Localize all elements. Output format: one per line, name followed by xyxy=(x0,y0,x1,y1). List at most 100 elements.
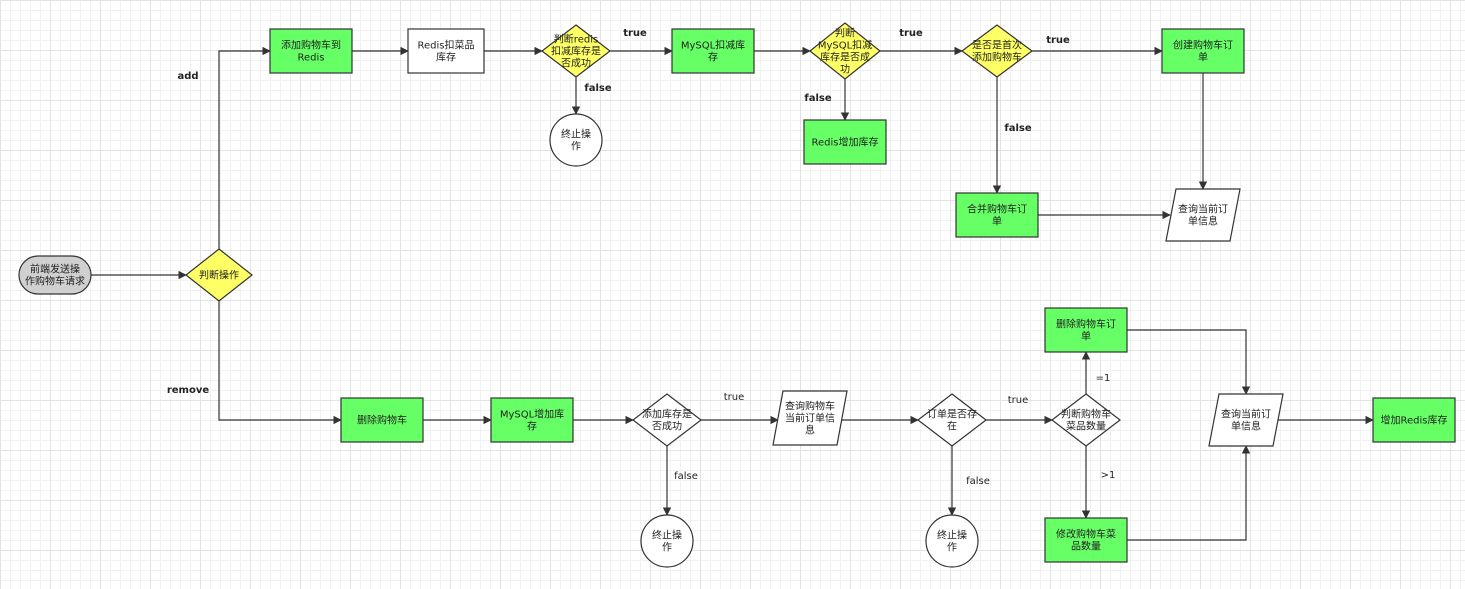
node-text-line: 菜品数量 xyxy=(1066,420,1106,433)
edge-label-true-5: true xyxy=(1008,395,1029,406)
node-shape xyxy=(407,28,485,74)
node-text-line: 存 xyxy=(527,420,537,433)
edge-label-remove: remove xyxy=(167,385,210,396)
node-text-line: 终止操 xyxy=(937,529,967,542)
node-text-line: 单 xyxy=(1081,331,1091,343)
edge-labels-layer: add remove true false true false true false true… xyxy=(167,28,1116,487)
node-text-line: Redis xyxy=(298,53,325,64)
node-text-line: 库存 xyxy=(436,51,456,64)
node-shape xyxy=(960,24,1034,78)
node-text-line: 单信息 xyxy=(1231,420,1261,433)
node-judge-op[interactable]: 判断操作 xyxy=(185,248,253,302)
flow-arrow-24 xyxy=(1127,329,1251,395)
node-shape xyxy=(549,113,603,167)
node-text-line: 查询购物车 xyxy=(785,400,835,413)
node-text-line: 品数量 xyxy=(1071,540,1101,553)
node-shape xyxy=(1051,393,1121,447)
node-text-line: 扣减库存是 xyxy=(551,45,601,58)
node-text-line: MySQL增加库 xyxy=(500,408,564,421)
node-text-line: 订单是否存 xyxy=(927,408,977,421)
node-text-line: Redis扣菜品 xyxy=(418,39,475,52)
node-text-line: 添加库存是 xyxy=(642,408,692,421)
edge-label-true-2: true xyxy=(899,28,923,39)
edge-label-add: add xyxy=(177,71,198,82)
node-shape xyxy=(803,119,887,165)
node-text-line: Redis增加库存 xyxy=(812,136,879,149)
node-redis-add-stock-top[interactable]: Redis增加库存 xyxy=(803,119,887,165)
node-text-line: 终止操 xyxy=(652,529,682,542)
node-shape xyxy=(185,248,253,302)
node-shape xyxy=(340,397,424,443)
node-text-line: 作购物车请求 xyxy=(25,275,85,288)
node-text-line: 添加购物车到 xyxy=(281,39,341,52)
node-shape xyxy=(18,255,92,295)
node-text-line: 删除购物车 xyxy=(357,414,407,427)
node-text-line: 功 xyxy=(840,64,850,76)
node-text-line: 作 xyxy=(571,141,581,153)
node-redis-add-stock-bottom[interactable]: 增加Redis库存 xyxy=(1372,397,1456,443)
node-text-line: 否成功 xyxy=(561,58,591,70)
node-text-line: 当前订单信 xyxy=(785,412,835,425)
flow-arrow-2 xyxy=(218,46,271,249)
node-text-line: 前端发送操 xyxy=(30,263,80,276)
node-shape xyxy=(1044,307,1128,353)
node-text-line: 删除购物车订 xyxy=(1056,318,1116,331)
edge-label-false-3: false xyxy=(1004,123,1031,134)
node-text-line: 单 xyxy=(992,216,1002,228)
node-text-line: 添加购物车 xyxy=(972,51,1022,64)
edge-label-false-5: false xyxy=(966,476,990,487)
node-shape xyxy=(671,28,755,74)
edge-label-gt-1: >1 xyxy=(1101,470,1116,481)
edge-label-true-1: true xyxy=(623,28,647,39)
node-shape xyxy=(632,393,702,447)
node-shape xyxy=(1161,28,1245,74)
edges-layer xyxy=(91,46,1374,541)
node-text-line: 作 xyxy=(662,542,672,554)
node-text-line: 在 xyxy=(947,421,957,433)
node-text-line: 合并购物车订 xyxy=(967,203,1027,216)
node-text-line: 息 xyxy=(805,424,815,437)
node-text-line: 否成功 xyxy=(652,421,682,433)
node-shape xyxy=(269,28,353,74)
node-text-line: 增加Redis库存 xyxy=(1381,414,1448,427)
edge-label-false-2: false xyxy=(804,93,831,104)
node-delete-cart[interactable]: 删除购物车 xyxy=(340,397,424,443)
node-shape xyxy=(1165,188,1241,242)
node-text-line: 单 xyxy=(1198,52,1208,64)
edge-label-false-1: false xyxy=(584,83,611,94)
node-shape xyxy=(809,22,881,80)
node-text-line: 存 xyxy=(708,51,718,64)
node-text-line: 判断购物车 xyxy=(1061,408,1111,421)
node-text-line: 修改购物车菜 xyxy=(1056,528,1116,541)
edge-label-eq-1: =1 xyxy=(1096,373,1111,384)
flow-arrow-3 xyxy=(218,301,342,425)
edge-label-true-4: true xyxy=(724,392,745,403)
node-shape xyxy=(1208,393,1284,447)
node-text-line: 查询当前订 xyxy=(1221,408,1271,421)
node-text-line: 作 xyxy=(947,542,957,554)
node-text-line: 库存是否成 xyxy=(820,51,870,64)
